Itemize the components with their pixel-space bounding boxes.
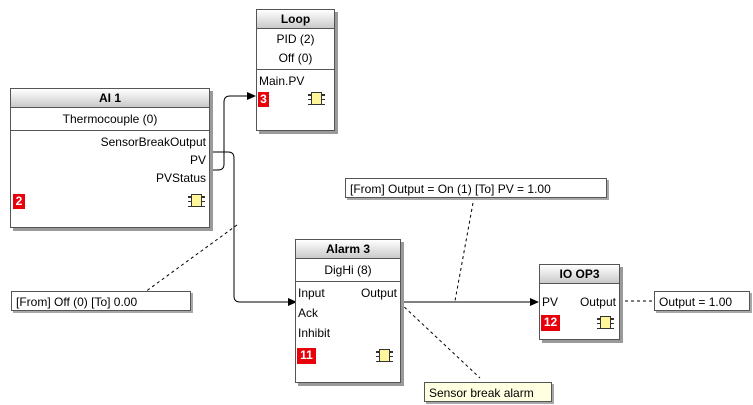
io-output-value-note[interactable]: Output = 1.00 (654, 291, 750, 311)
ai1-output-sensorbreak[interactable]: SensorBreakOutput (100, 135, 206, 149)
alarm3-output[interactable]: Output (360, 286, 397, 300)
loop-input-main-pv[interactable]: Main.PV (259, 74, 305, 88)
ai1-block[interactable]: AI 1 Thermocouple (0) SensorBreakOutput … (10, 88, 210, 228)
ai1-block-title: AI 1 (11, 89, 209, 108)
alarm3-block-title: Alarm 3 (296, 240, 400, 259)
alarm-output-value-note[interactable]: [From] Output = On (1) [To] PV = 1.00 (345, 178, 607, 198)
loop-mode-pid: PID (2) (276, 32, 315, 46)
alarm3-block-number: 11 (297, 348, 316, 364)
alarm3-mode: DigHi (8) (296, 259, 400, 282)
wire-ai-break-to-alarm (209, 151, 297, 306)
ai-break-note-leader (144, 224, 238, 293)
sensor-break-note-leader (399, 302, 481, 379)
function-block-icon (597, 316, 614, 329)
alarm3-input-ack[interactable]: Ack (298, 306, 319, 320)
function-block-icon (188, 194, 205, 207)
ai1-mode: Thermocouple (0) (11, 108, 209, 131)
loop-block-title: Loop (257, 10, 334, 29)
ai1-block-number: 2 (13, 194, 25, 209)
io-op3-block-number: 12 (541, 315, 560, 331)
alarm-output-note-leader (454, 202, 474, 302)
function-block-icon (376, 349, 393, 362)
loop-block[interactable]: Loop PID (2) Off (0) Main.PV 3 (256, 9, 335, 131)
function-block-icon (308, 92, 325, 105)
loop-mode-off: Off (0) (278, 51, 313, 65)
wire-ai-pv-to-loop (209, 92, 256, 171)
alarm3-block[interactable]: Alarm 3 DigHi (8) Input Output Ack Inhib… (295, 239, 401, 383)
ai1-output-pvstatus[interactable]: PVStatus (155, 171, 206, 185)
ai-break-value-note[interactable]: [From] Off (0) [To] 0.00 (11, 291, 191, 311)
io-op3-block[interactable]: IO OP3 PV Output 12 (539, 264, 620, 340)
sensor-break-alarm-note[interactable]: Sensor break alarm (424, 382, 552, 402)
io-op3-block-title: IO OP3 (540, 265, 619, 284)
alarm3-input-input[interactable]: Input (298, 286, 325, 300)
ai1-output-pv[interactable]: PV (189, 153, 206, 167)
io-op3-input-pv[interactable]: PV (542, 295, 559, 309)
loop-block-number: 3 (258, 92, 269, 107)
io-op3-output[interactable]: Output (579, 295, 616, 309)
alarm3-input-inhibit[interactable]: Inhibit (298, 326, 331, 340)
